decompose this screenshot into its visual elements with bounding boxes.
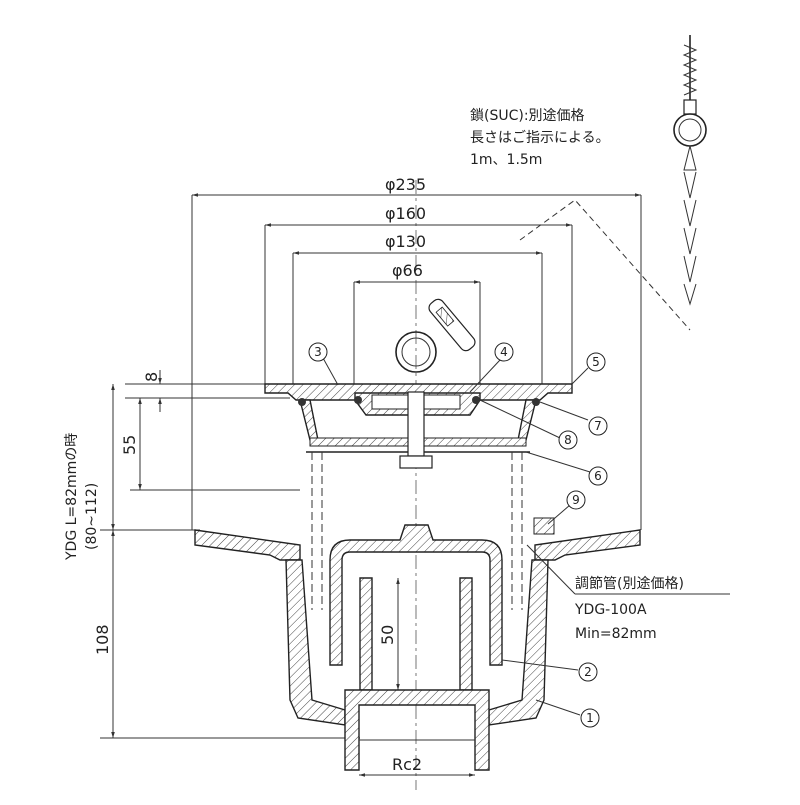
dim-108: 108 [93,624,112,655]
part-callout-6: 6 [588,466,608,486]
dim-8: 8 [142,372,161,382]
height-dimensions [100,370,400,739]
pipe-note-line2: YDG-100A [574,602,647,618]
svg-text:3: 3 [314,345,322,359]
chain-illustration [673,35,707,306]
part-callout-7: 7 [588,416,608,436]
svg-text:8: 8 [564,433,572,447]
dim-55: 55 [120,435,139,455]
dim-50: 50 [378,625,397,645]
pipe-note-line3: Min=82mm [575,626,657,642]
dim-rc2: Rc2 [392,755,422,774]
svg-text:6: 6 [594,469,602,483]
dim-phi-130: φ130 [385,232,426,251]
drain-body [194,517,641,771]
svg-text:7: 7 [594,419,602,433]
chain-note-line3: 1m、1.5m [470,152,542,168]
svg-text:5: 5 [592,355,600,369]
side-note-line1: YDG L=82mmの時 [64,433,80,561]
chain-note-line2: 長さはご指示による。 [470,130,610,146]
part-callout-leaders [322,357,591,716]
chain-note-line1: 鎖(SUC):別途価格 [470,107,585,124]
svg-text:4: 4 [500,345,508,359]
svg-text:1: 1 [586,711,594,725]
dim-phi-66: φ66 [392,261,423,280]
part-callout-3: 3 [308,342,328,362]
part-callout-4: 4 [494,342,514,362]
part-callout-9: 9 [566,490,586,510]
adjustment-pipe [311,452,523,610]
part-callout-1: 1 [580,708,600,728]
top-grate [264,298,573,469]
pipe-note-line1: 調節管(別途価格) [575,575,684,592]
chain-path-line [519,199,691,331]
svg-text:9: 9 [572,493,580,507]
dim-phi-235: φ235 [385,175,426,194]
side-note-line2: (80~112) [84,483,100,550]
part-callout-2: 2 [578,662,598,682]
part-callout-5: 5 [586,352,606,372]
dim-phi-160: φ160 [385,204,426,223]
svg-text:2: 2 [584,665,592,679]
part-callout-8: 8 [558,430,578,450]
diameter-dimensions [191,193,642,530]
